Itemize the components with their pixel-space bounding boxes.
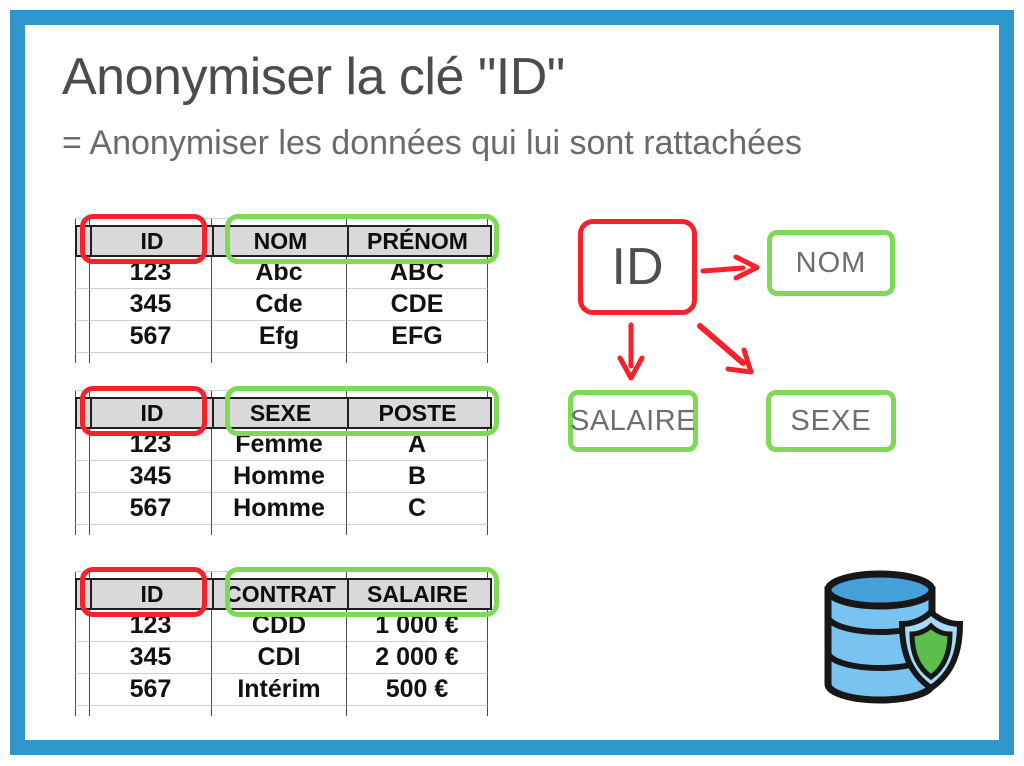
linked-field-salaire-box: SALAIRE <box>568 390 698 452</box>
table-row: 345 Homme B <box>75 461 492 493</box>
table-row: 345 Cde CDE <box>75 289 492 321</box>
table-row: 567 Homme C <box>75 493 492 525</box>
database-shield-icon <box>824 570 964 704</box>
linked-field-sexe-box: SEXE <box>766 390 896 452</box>
table-sexe-poste: ID SEXE POSTE 123 Femme A 345 Homme B 56… <box>75 386 499 535</box>
table-row: 567 Efg EFG <box>75 321 492 353</box>
id-key-box: ID <box>578 219 697 315</box>
table-row: 123 Femme A <box>75 429 492 461</box>
table-row: 567 Intérim 500 € <box>75 674 492 706</box>
table-partial-bottom <box>75 353 492 363</box>
table-partial-top <box>75 571 492 578</box>
table-row: 345 CDI 2 000 € <box>75 642 492 674</box>
header-nom: NOM <box>212 227 347 255</box>
shield-green-core <box>909 622 953 681</box>
row-header-stub <box>77 227 90 255</box>
arrow-id-to-salaire <box>617 322 645 381</box>
table-header-row: ID SEXE POSTE <box>75 397 492 429</box>
table-partial-top <box>75 218 492 225</box>
header-prenom: PRÉNOM <box>347 227 486 255</box>
row-header-stub <box>77 399 90 427</box>
table-partial-top <box>75 390 492 397</box>
header-id: ID <box>90 227 212 255</box>
header-id: ID <box>90 580 212 608</box>
header-contrat: CONTRAT <box>212 580 347 608</box>
page-subtitle: = Anonymiser les données qui lui sont ra… <box>62 124 802 162</box>
table-contrat-salaire: ID CONTRAT SALAIRE 123 CDD 1 000 € 345 C… <box>75 567 499 716</box>
row-header-stub <box>77 580 90 608</box>
table-partial-bottom <box>75 525 492 535</box>
header-id: ID <box>90 399 212 427</box>
table-nom-prenom: ID NOM PRÉNOM 123 Abc ABC 345 Cde CDE 56… <box>75 214 499 363</box>
table-header-row: ID CONTRAT SALAIRE <box>75 578 492 610</box>
table-row: 123 CDD 1 000 € <box>75 610 492 642</box>
header-salaire: SALAIRE <box>347 580 486 608</box>
arrow-id-to-nom <box>700 254 760 281</box>
header-sexe: SEXE <box>212 399 347 427</box>
page-title: Anonymiser la clé "ID" <box>62 48 565 106</box>
arrow-id-to-sexe <box>697 323 754 375</box>
table-header-row: ID NOM PRÉNOM <box>75 225 492 257</box>
table-partial-bottom <box>75 706 492 716</box>
table-row: 123 Abc ABC <box>75 257 492 289</box>
linked-field-nom-box: NOM <box>767 230 895 296</box>
slide-border-frame <box>10 10 1014 755</box>
red-arrows-layer <box>617 254 760 381</box>
header-poste: POSTE <box>347 399 486 427</box>
